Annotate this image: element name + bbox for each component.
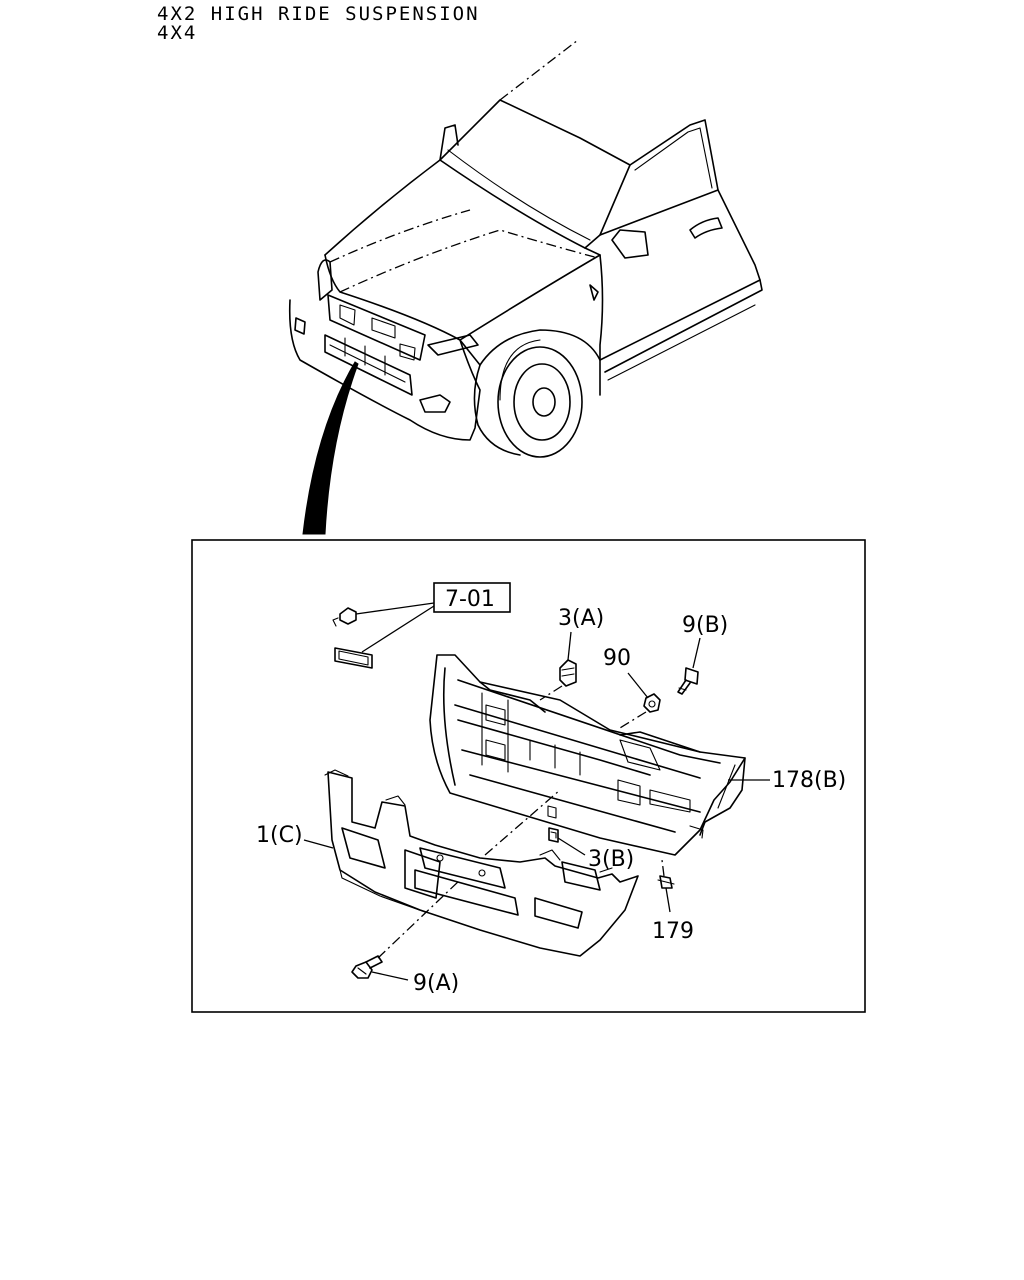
reference-box-label: 7-01	[445, 587, 495, 612]
label-grille: 178(B)	[772, 768, 846, 793]
lower-panel-part	[324, 769, 639, 957]
label-nut: 90	[603, 646, 631, 671]
bolt-b-part	[677, 667, 699, 695]
emblem-clip-part	[332, 607, 357, 627]
label-lower-panel: 1(C)	[256, 823, 303, 848]
label-clip-b: 3(B)	[588, 847, 634, 872]
title-line-2: 4X4	[157, 22, 198, 44]
detail-frame	[191, 539, 866, 1013]
bolt-a-part	[351, 955, 383, 979]
clip-a-part	[559, 659, 577, 687]
nut-part	[643, 693, 661, 713]
clip-b-part	[547, 805, 559, 843]
reference-box[interactable]: 7-01	[433, 582, 511, 613]
label-bolt-b: 9(B)	[682, 613, 728, 638]
fastener-part	[657, 875, 675, 889]
emblem-part	[334, 647, 373, 669]
label-clip-a: 3(A)	[558, 606, 604, 631]
label-fastener: 179	[652, 919, 694, 944]
vehicle-illustration	[288, 39, 763, 458]
title-line-1: 4X2 HIGH RIDE SUSPENSION	[157, 3, 480, 25]
upper-grille-part	[429, 654, 746, 856]
label-bolt-a: 9(A)	[413, 971, 459, 996]
callout-pointer	[302, 361, 359, 535]
